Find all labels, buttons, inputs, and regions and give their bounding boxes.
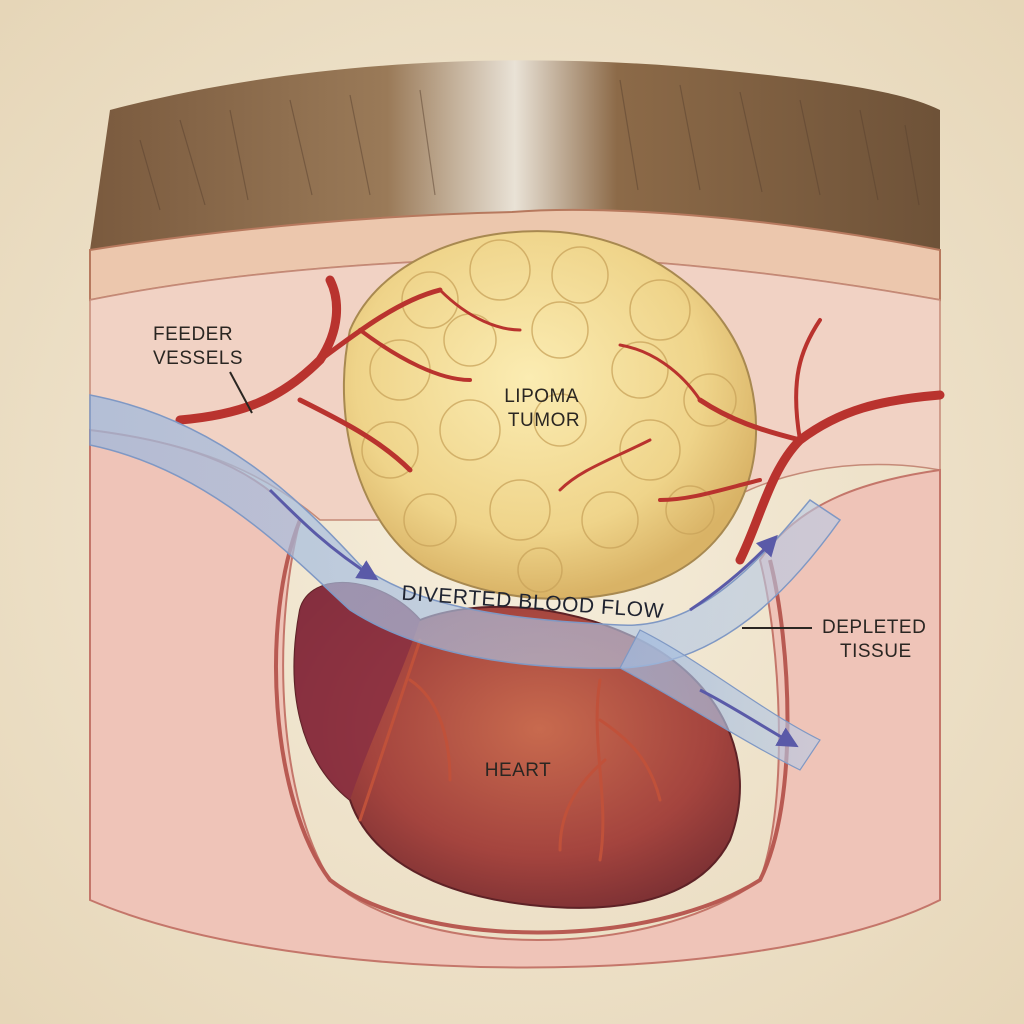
heart-label: HEART: [485, 760, 552, 781]
flow-arrow-1: [268, 488, 379, 581]
fur-layer: [90, 60, 940, 250]
fur-strands: [139, 79, 920, 211]
lipoma-tumor-label: LIPOMA TUMOR: [504, 386, 584, 431]
feeder-vessels-label-line-2: VESSELS: [153, 348, 243, 369]
feeder-vessels-leader-line: [229, 371, 253, 414]
depleted-tissue-label-line-1: DEPLETED: [822, 617, 926, 638]
feeder-vessels-label: FEEDER VESSELS: [153, 324, 243, 369]
feeder-vessels-label-line-1: FEEDER: [153, 324, 233, 345]
left-atrium: [294, 582, 420, 800]
coronary-vessels: [358, 638, 662, 862]
feeder-vessels: [175, 275, 945, 565]
depleted-tissue-label-line-2: TISSUE: [840, 641, 912, 662]
lipoma-tumor-label-line-1: LIPOMA: [504, 386, 579, 407]
lipoma-tumor-label-line-2: TUMOR: [508, 410, 580, 431]
flow-arrows: [268, 488, 799, 748]
flow-arrow-2: [689, 534, 778, 612]
depleted-tissue-label: DEPLETED TISSUE: [822, 617, 932, 662]
flow-arrow-3: [699, 688, 799, 748]
